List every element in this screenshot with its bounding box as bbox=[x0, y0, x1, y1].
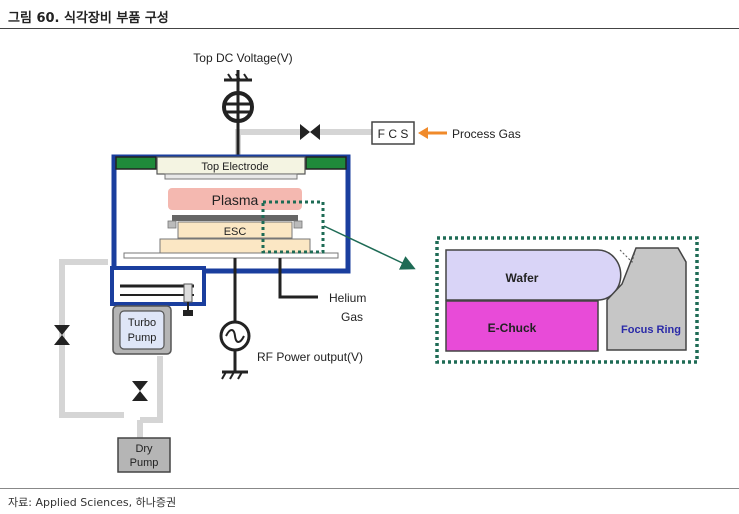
rf-power-label: RF Power output(V) bbox=[257, 350, 363, 364]
gas-label: Gas bbox=[341, 310, 363, 324]
figure-title: 그림 60. 식각장비 부품 구성 bbox=[8, 11, 169, 26]
wafer-shape bbox=[445, 249, 622, 301]
fcs-label: F C S bbox=[378, 127, 409, 141]
exhaust-valve-right-icon bbox=[132, 381, 148, 401]
top-electrode-label: Top Electrode bbox=[201, 161, 268, 173]
bottom-rule bbox=[0, 488, 739, 489]
top-gas-valve-icon bbox=[300, 124, 320, 140]
zoom-region-box bbox=[261, 200, 325, 254]
source-note: 자료: Applied Sciences, 하나증권 bbox=[8, 496, 177, 509]
esc-label: ESC bbox=[224, 226, 247, 238]
process-gas-label: Process Gas bbox=[452, 127, 521, 141]
dry-pump-label: Pump bbox=[130, 457, 159, 469]
zoom-arrow bbox=[323, 225, 416, 270]
wafer-label: Wafer bbox=[506, 271, 539, 285]
etch-chamber bbox=[111, 154, 351, 274]
echuck-label: E-Chuck bbox=[488, 321, 537, 335]
dry-label: Dry bbox=[135, 443, 153, 455]
fcs-box bbox=[371, 121, 415, 145]
dry-pump bbox=[117, 437, 171, 473]
focus-ring-label: Focus Ring bbox=[621, 324, 681, 336]
turbo-pump bbox=[119, 310, 165, 350]
zoom-detail-panel bbox=[435, 236, 699, 364]
exhaust-valve-left-icon bbox=[54, 325, 70, 345]
focus-ring-shape bbox=[606, 247, 687, 351]
echuck-shape bbox=[445, 300, 599, 352]
plasma-label: Plasma bbox=[212, 192, 259, 208]
rf-power-source-icon bbox=[219, 258, 251, 380]
process-gas-arrow bbox=[418, 127, 447, 139]
dc-voltage-source-icon bbox=[222, 70, 254, 160]
lower-chamber bbox=[110, 266, 206, 316]
turbo-label: Turbo bbox=[128, 317, 156, 329]
helium-line bbox=[278, 258, 318, 299]
helium-label: Helium bbox=[329, 291, 366, 305]
turbo-pump-label: Pump bbox=[128, 332, 157, 344]
top-rule bbox=[0, 28, 739, 29]
top-dc-voltage-label: Top DC Voltage(V) bbox=[193, 51, 292, 65]
